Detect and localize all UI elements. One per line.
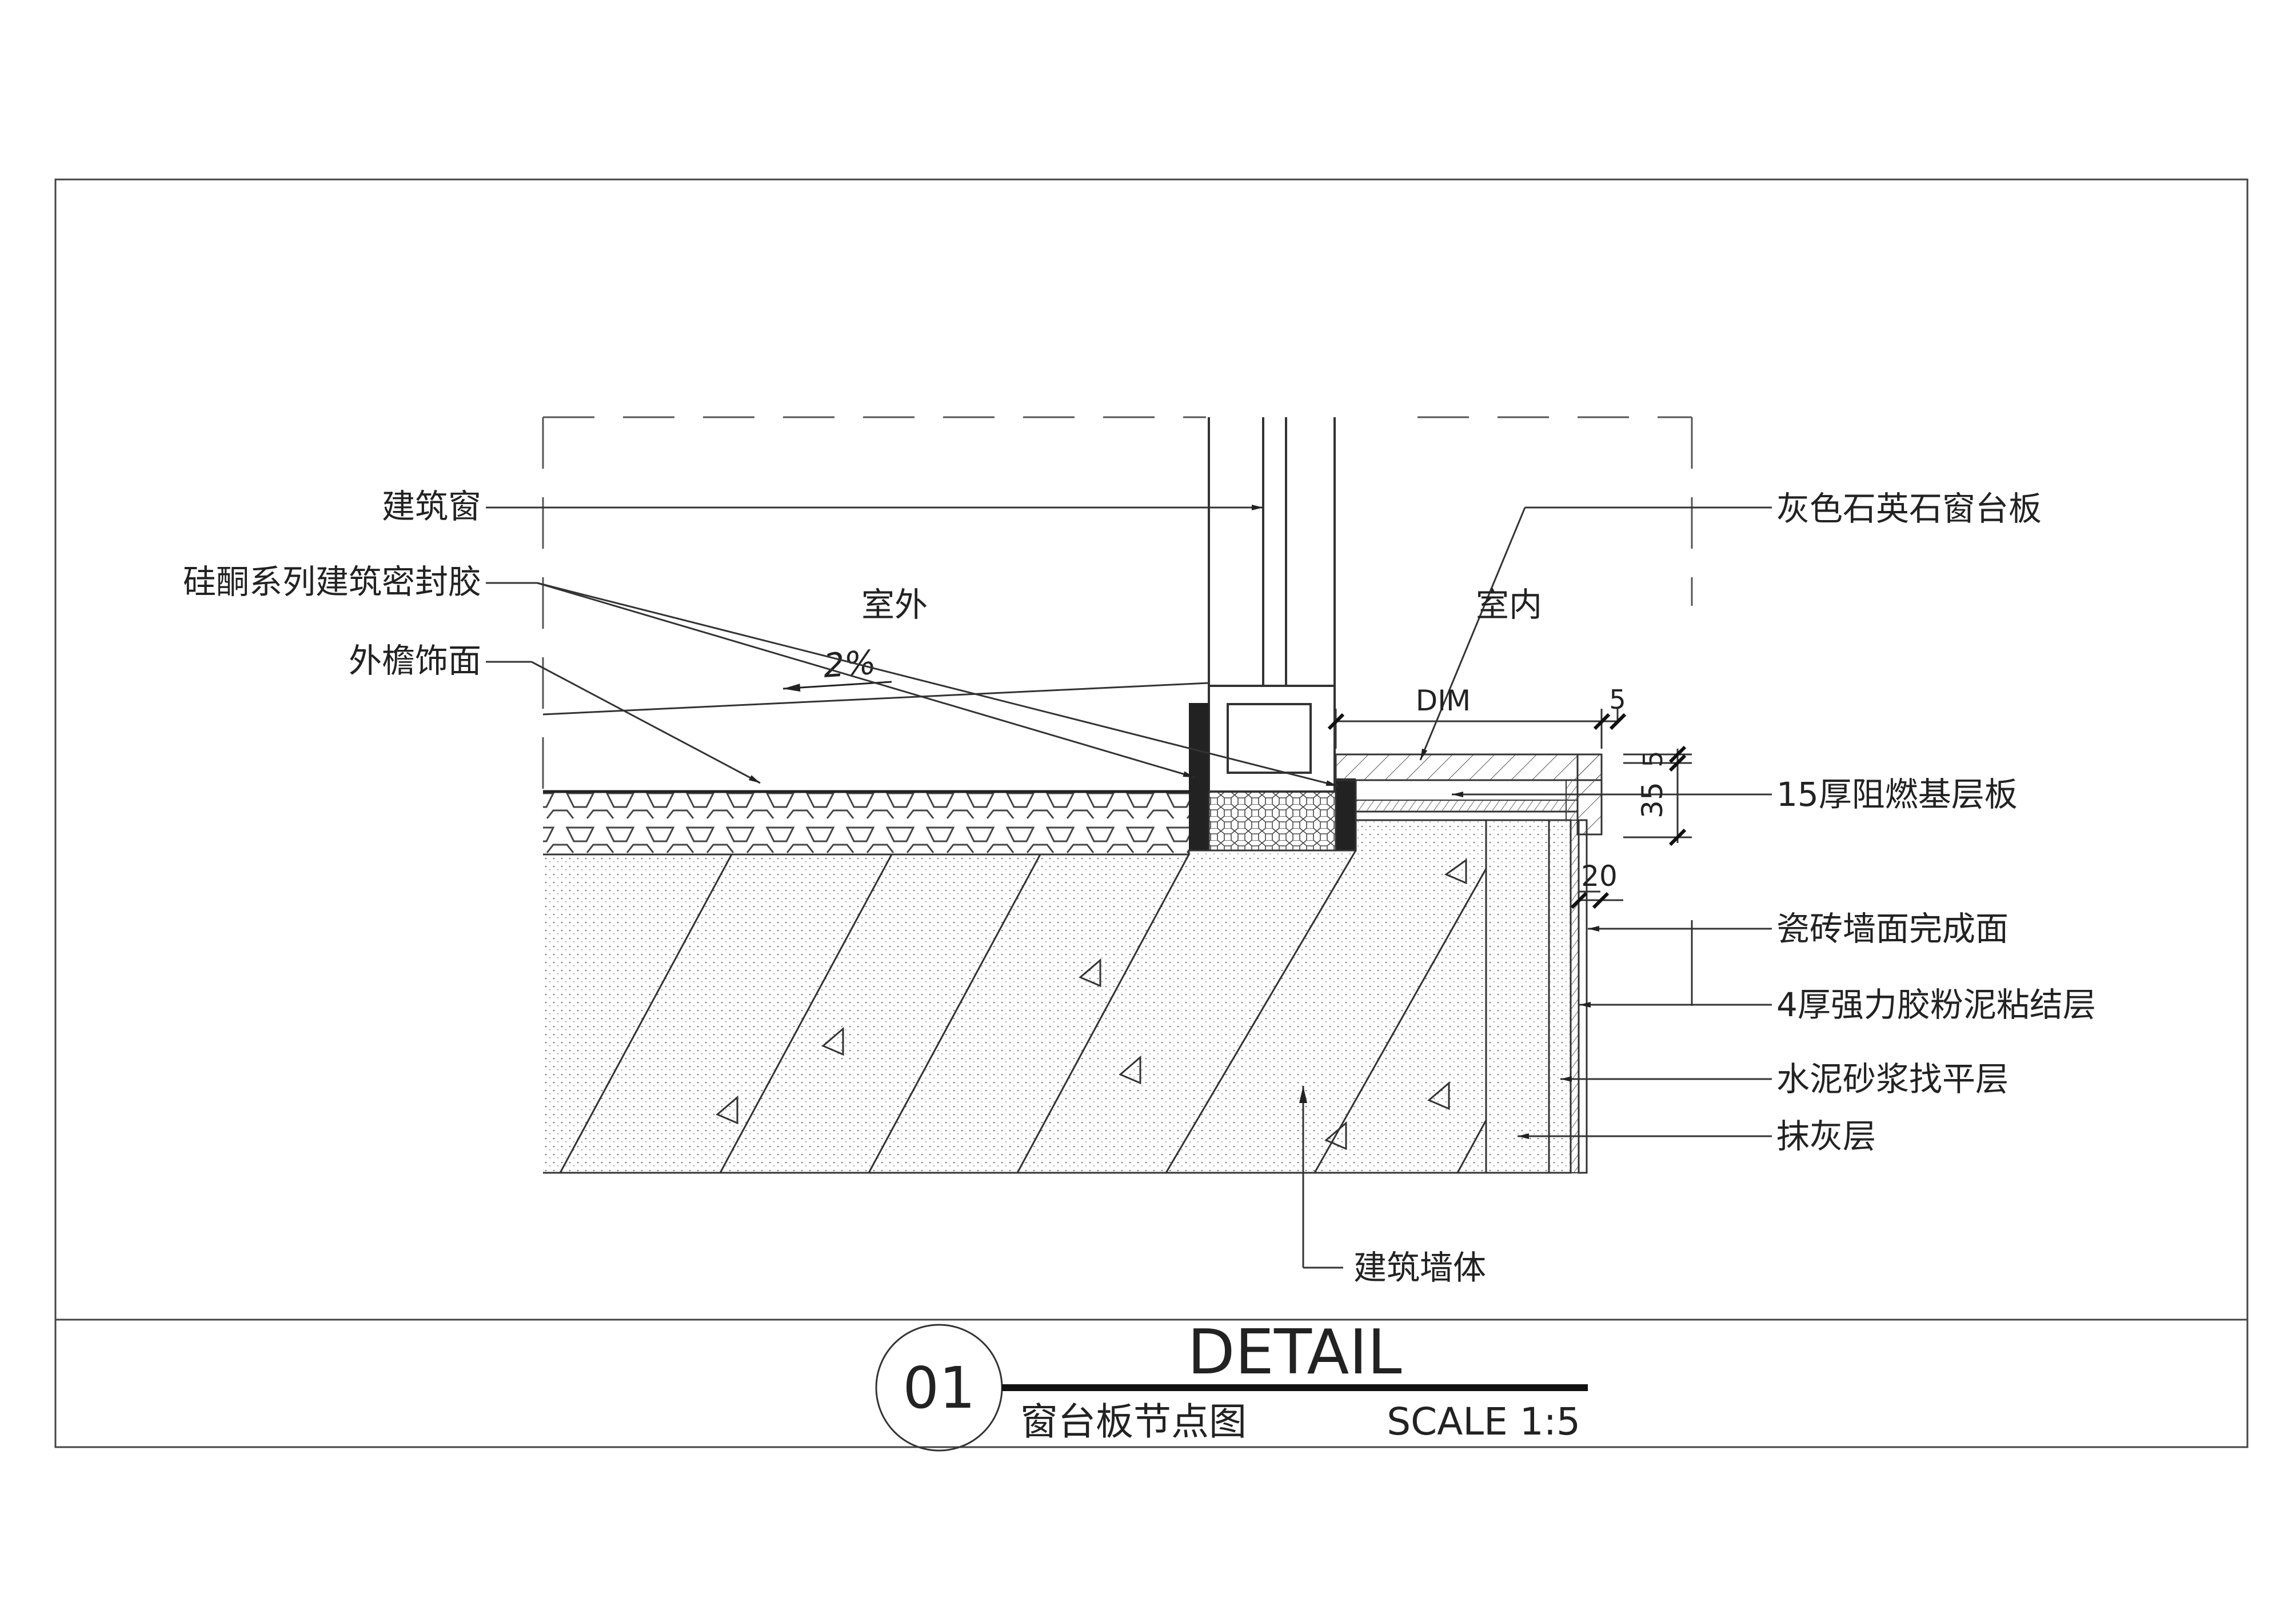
dim-5-side: 5 bbox=[1638, 750, 1668, 767]
label-plaster-layer: 抹灰层 bbox=[1776, 1117, 1876, 1156]
building-wall bbox=[543, 819, 1487, 1174]
building-window bbox=[1208, 417, 1336, 793]
label-sealant: 硅酮系列建筑密封胶 bbox=[183, 562, 481, 601]
detail-subtitle: 窗台板节点图 bbox=[1020, 1400, 1247, 1444]
detail-number: 01 bbox=[903, 1355, 975, 1421]
label-tile-face: 瓷砖墙面完成面 bbox=[1776, 909, 2008, 948]
dim-5-top: 5 bbox=[1609, 684, 1626, 715]
eave-finish-layer bbox=[543, 790, 1189, 856]
sealant-right bbox=[1336, 778, 1356, 850]
slope-line bbox=[542, 682, 1209, 716]
sheet-frame bbox=[54, 178, 2249, 1448]
slope-text: 2% bbox=[822, 643, 877, 685]
detail-scale: SCALE 1:5 bbox=[1387, 1400, 1580, 1444]
break-lines bbox=[542, 416, 1693, 800]
window-sill-board bbox=[1335, 753, 1603, 850]
label-sill-board: 灰色石英石窗台板 bbox=[1776, 489, 2042, 528]
label-indoor: 室内 bbox=[1476, 585, 1542, 624]
interior-finish-layers bbox=[1485, 819, 1588, 1174]
title-block: 01 DETAIL 窗台板节点图 SCALE 1:5 bbox=[875, 1317, 1588, 1452]
label-eave-finish: 外檐饰面 bbox=[349, 641, 481, 680]
leader-lines bbox=[486, 505, 1772, 1269]
label-adhesive-layer: 4厚强力胶粉泥粘结层 bbox=[1776, 985, 2096, 1024]
dim-20: 20 bbox=[1581, 860, 1618, 893]
label-base-board: 15厚阻燃基层板 bbox=[1776, 775, 2018, 814]
label-building-window: 建筑窗 bbox=[382, 487, 481, 526]
dim-35: 35 bbox=[1636, 782, 1669, 818]
label-building-wall: 建筑墙体 bbox=[1353, 1248, 1486, 1287]
label-mortar-layer: 水泥砂浆找平层 bbox=[1776, 1060, 2008, 1098]
detail-title: DETAIL bbox=[1188, 1317, 1402, 1388]
window-base-fill bbox=[1208, 790, 1337, 852]
sealant-wedge bbox=[1189, 703, 1209, 737]
label-outdoor: 室外 bbox=[861, 585, 928, 624]
dim-label: DIM bbox=[1416, 684, 1471, 717]
dimension-ticks bbox=[1327, 713, 1687, 909]
